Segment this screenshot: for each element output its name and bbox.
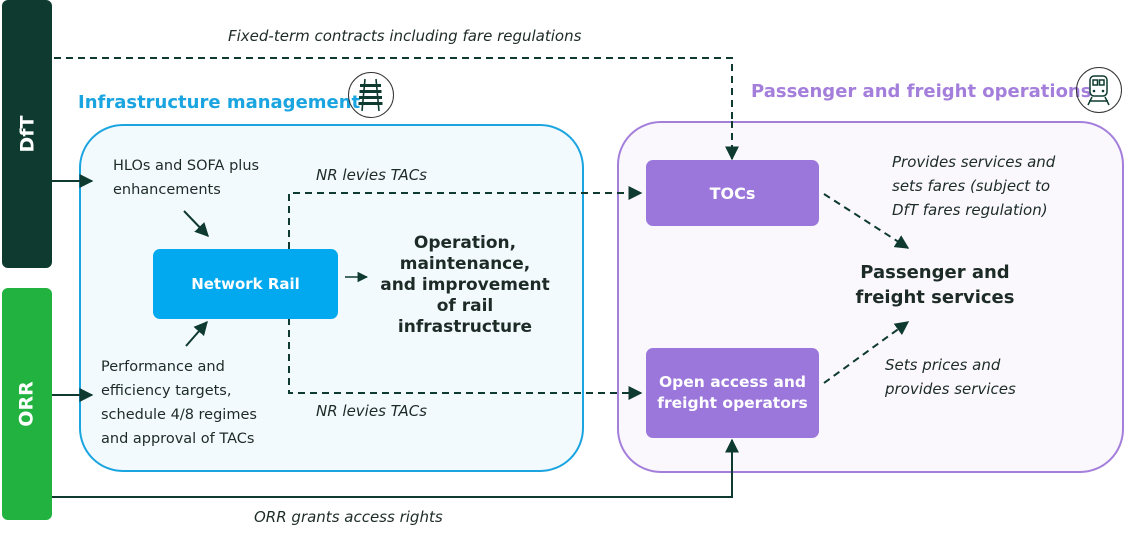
open-access-label-line2: freight operators <box>657 394 808 412</box>
network-rail-label: Network Rail <box>191 275 300 293</box>
train-icon <box>1076 67 1122 113</box>
operation-label: Operation, maintenance, and improvement … <box>380 233 550 337</box>
nr-levies-top-label: NR levies TACs <box>316 166 427 184</box>
performance-label: Performance and efficiency targets, sche… <box>101 359 257 447</box>
network-rail-node: Network Rail <box>153 249 338 319</box>
orr-bar: ORR <box>2 288 52 520</box>
fixed-term-label: Fixed-term contracts including fare regu… <box>228 27 582 45</box>
railway-track-icon <box>348 72 394 118</box>
provides-label: Provides services and sets fares (subjec… <box>892 153 1056 219</box>
tocs-label: TOCs <box>709 183 756 203</box>
nr-levies-bottom-label: NR levies TACs <box>316 402 427 420</box>
sets-prices-label: Sets prices and provides services <box>885 356 1016 398</box>
tocs-node: TOCs <box>646 160 819 226</box>
hlos-label: HLOs and SOFA plus enhancements <box>113 158 260 198</box>
open-access-label-line1: Open access and <box>658 373 806 391</box>
passenger-services-label: Passenger and freight services <box>855 262 1015 308</box>
operations-title: Passenger and freight operations <box>751 81 1092 102</box>
infrastructure-title: Infrastructure management <box>78 92 361 113</box>
dft-bar: DfT <box>2 0 52 268</box>
open-access-node: Open access and freight operators <box>646 348 819 438</box>
orr-grants-label: ORR grants access rights <box>254 508 443 526</box>
